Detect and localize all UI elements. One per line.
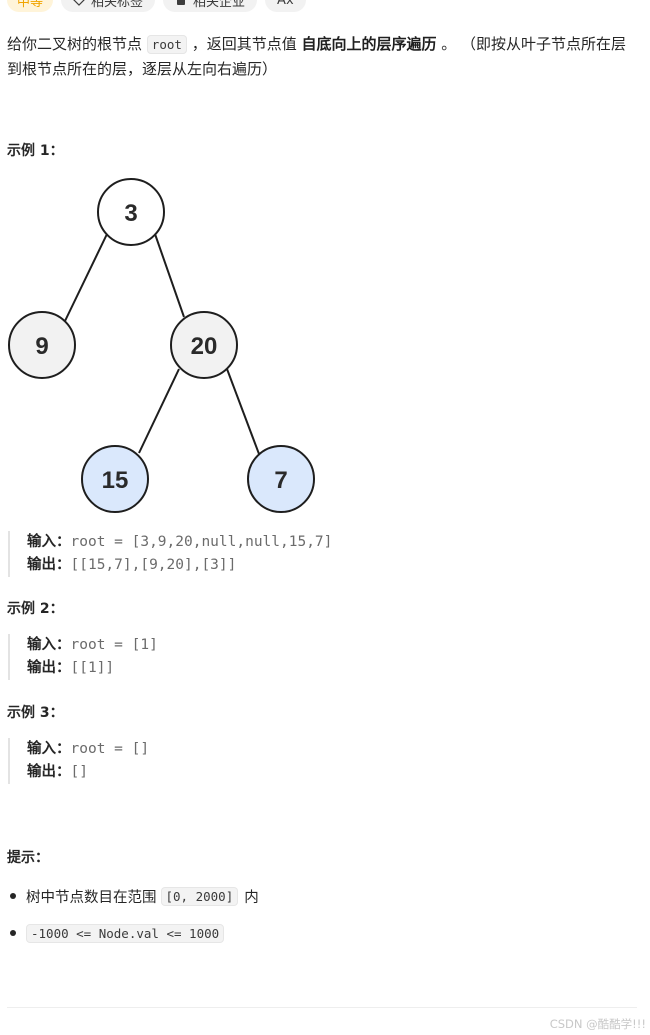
desc-part2: ，返回其节点值	[191, 35, 297, 53]
font-size-button[interactable]: Ax	[265, 0, 306, 12]
desc-part1: 给你二叉树的根节点	[7, 35, 143, 53]
node-label-right-left: 15	[102, 467, 129, 494]
example2-output-value: [[1]]	[70, 660, 115, 676]
difficulty-badge[interactable]: 中等	[7, 0, 54, 12]
example2-output-line: 输出：[[1]]	[27, 657, 158, 680]
bullet-icon	[10, 893, 16, 899]
node-label-right: 20	[191, 333, 218, 360]
node-label-root: 3	[124, 200, 137, 227]
tree-node-right: 20	[170, 311, 238, 379]
related-companies-label: 相关企业	[193, 0, 246, 10]
example3-output-line: 输出：[]	[27, 761, 149, 784]
edge-20-15	[138, 368, 180, 454]
hint2-code: -1000 <= Node.val <= 1000	[26, 923, 225, 943]
desc-bold: 自底向上的层序遍历	[301, 35, 437, 53]
related-tags-label: 相关标签	[91, 0, 144, 10]
example2-title: 示例 2：	[7, 601, 64, 617]
tree-node-right-left: 15	[81, 445, 149, 513]
tag-row: 中等 相关标签 相关企业 Ax	[7, 0, 306, 12]
edge-20-7	[226, 368, 260, 455]
hint1-prefix: 树中节点数目在范围	[26, 889, 157, 906]
hint1-suffix: 内	[244, 889, 259, 906]
example1-input-line: 输入：root = [3,9,20,null,null,15,7]	[27, 531, 332, 554]
section-divider	[7, 1007, 637, 1008]
hints-list: 树中节点数目在范围 [0, 2000] 内 -1000 <= Node.val …	[7, 882, 259, 956]
related-tags-button[interactable]: 相关标签	[61, 0, 156, 12]
example3-block: 输入：root = [] 输出：[]	[8, 738, 149, 784]
example2-output-label: 输出：	[27, 660, 71, 676]
hint-item: 树中节点数目在范围 [0, 2000] 内	[7, 882, 259, 910]
example2-input-label: 输入：	[27, 637, 71, 653]
example3-output-value: []	[70, 764, 88, 780]
example1-block: 输入：root = [3,9,20,null,null,15,7] 输出：[[1…	[8, 531, 332, 577]
example3-title: 示例 3：	[7, 705, 64, 721]
bullet-icon	[10, 930, 16, 936]
tree-node-left: 9	[8, 311, 76, 379]
problem-description: 给你二叉树的根节点 root ，返回其节点值 自底向上的层序遍历 。 （即按从叶…	[7, 32, 637, 81]
example3-input-line: 输入：root = []	[27, 738, 149, 761]
example2-block: 输入：root = [1] 输出：[[1]]	[8, 634, 158, 680]
edge-3-9	[64, 233, 108, 322]
font-size-icon: Ax	[277, 0, 294, 8]
example1-input-label: 输入：	[27, 534, 71, 550]
example1-output-line: 输出：[[15,7],[9,20],[3]]	[27, 554, 332, 577]
example3-input-value: root = []	[70, 741, 150, 757]
tree-node-root: 3	[97, 178, 165, 246]
difficulty-label: 中等	[17, 0, 44, 10]
hint-item: -1000 <= Node.val <= 1000	[7, 919, 259, 947]
node-label-right-right: 7	[274, 467, 287, 494]
tree-node-right-right: 7	[247, 445, 315, 513]
watermark: CSDN @酷酷学!!!	[549, 1017, 646, 1031]
desc-part3: 。 （即按从叶子节点所在层到根节点所在的层，逐层从左向右遍历）	[7, 35, 627, 78]
tag-icon	[73, 0, 85, 6]
hint1-code: [0, 2000]	[160, 886, 239, 906]
example2-input-line: 输入：root = [1]	[27, 634, 158, 657]
example1-output-value: [[15,7],[9,20],[3]]	[70, 557, 237, 573]
example1-tree-diagram: 3 9 20 15 7	[8, 178, 315, 513]
example3-output-label: 输出：	[27, 764, 71, 780]
edge-3-20	[154, 233, 185, 318]
example2-input-value: root = [1]	[70, 637, 158, 653]
hints-title: 提示：	[7, 850, 49, 866]
related-companies-button[interactable]: 相关企业	[163, 0, 258, 12]
example1-output-label: 输出：	[27, 557, 71, 573]
node-label-left: 9	[35, 333, 48, 360]
example1-input-value: root = [3,9,20,null,null,15,7]	[70, 534, 333, 550]
example1-title: 示例 1：	[7, 143, 64, 159]
lock-icon	[177, 0, 186, 5]
example3-input-label: 输入：	[27, 741, 71, 757]
code-root: root	[146, 35, 187, 54]
